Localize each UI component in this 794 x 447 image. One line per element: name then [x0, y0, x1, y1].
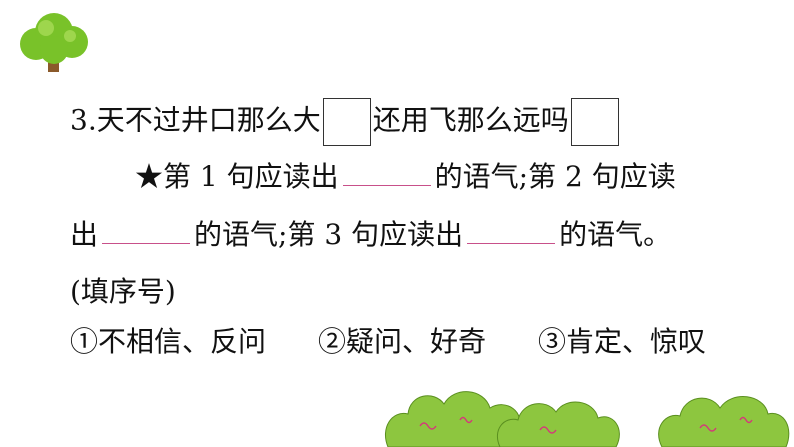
answer-blank-3[interactable]	[467, 213, 556, 244]
question-line: 3.天不过井口那么大 还用飞那么远吗	[70, 98, 621, 146]
instruction-text-d: 的语气;第 3 句应读出	[194, 218, 464, 251]
instruction-text-b: 的语气;第 2 句应读	[434, 160, 676, 193]
tree-icon	[16, 13, 92, 78]
bush-icon	[385, 391, 790, 447]
punctuation-box-1[interactable]	[322, 98, 371, 146]
star-icon: ★	[135, 160, 164, 193]
answer-blank-1[interactable]	[342, 155, 431, 186]
instruction-text-a: 第 1 句应读出	[163, 160, 339, 193]
answer-blank-2[interactable]	[102, 213, 191, 244]
option-2: ②疑问、好奇	[318, 325, 487, 358]
punctuation-box-2[interactable]	[570, 98, 619, 146]
instruction-text-e: 的语气。	[559, 218, 672, 251]
instruction-line-1: ★第 1 句应读出 的语气;第 2 句应读	[135, 155, 676, 197]
option-3: ③肯定、惊叹	[538, 325, 707, 358]
sentence-2: 还用飞那么远吗	[372, 103, 569, 137]
instruction-text-c: 出	[70, 218, 99, 251]
question-number: 3.	[70, 103, 97, 137]
instruction-line-2: 出 的语气;第 3 句应读出 的语气。	[70, 213, 671, 255]
sentence-1: 天不过井口那么大	[96, 103, 321, 137]
option-1: ①不相信、反问	[70, 325, 267, 358]
hint-text: (填序号)	[70, 275, 176, 308]
